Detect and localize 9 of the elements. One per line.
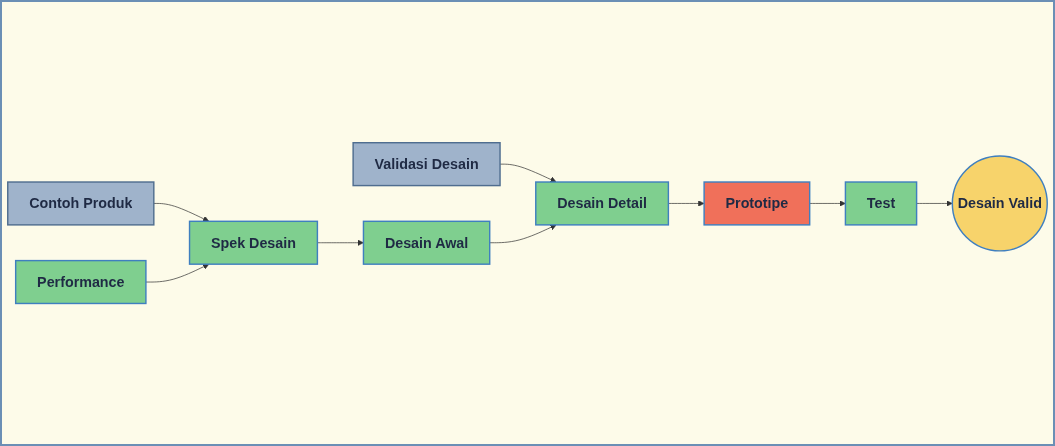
node-box: Validasi Desain bbox=[352, 141, 501, 187]
node-box: Contoh Produk bbox=[7, 181, 155, 226]
node-box: Spek Desain bbox=[188, 220, 319, 265]
node-box: Desain Detail bbox=[535, 181, 670, 226]
node-box: Prototipe bbox=[703, 181, 811, 226]
node-circle: Desain Valid bbox=[951, 155, 1048, 252]
node-box: Performance bbox=[14, 259, 147, 305]
node-box: Test bbox=[844, 181, 918, 226]
node-box: Desain Awal bbox=[362, 220, 491, 265]
